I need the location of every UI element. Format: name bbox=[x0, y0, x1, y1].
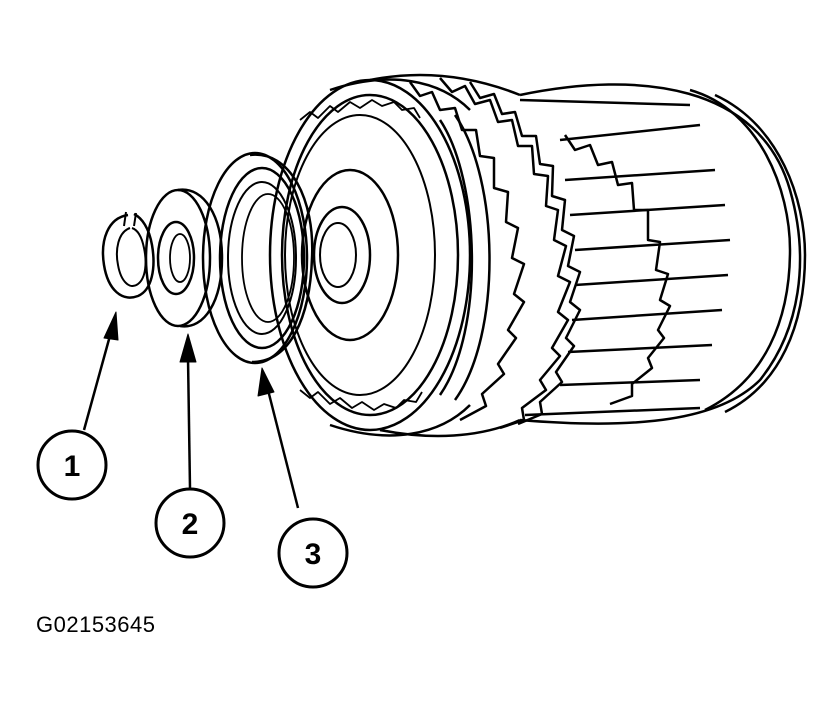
callout-2: 2 bbox=[154, 487, 226, 559]
gear-assembly bbox=[268, 73, 807, 438]
callout-3: 3 bbox=[277, 517, 349, 589]
leader-arrows bbox=[82, 311, 300, 509]
part-2-spacer bbox=[144, 188, 224, 328]
callout-1-label: 1 bbox=[64, 450, 81, 483]
callout-2-label: 2 bbox=[182, 508, 199, 541]
callout-1: 1 bbox=[36, 429, 108, 501]
figure-id: G02153645 bbox=[36, 612, 156, 637]
callout-3-label: 3 bbox=[305, 538, 322, 571]
part-3-thrust-washer bbox=[201, 151, 314, 365]
part-1-snap-ring bbox=[101, 211, 155, 299]
